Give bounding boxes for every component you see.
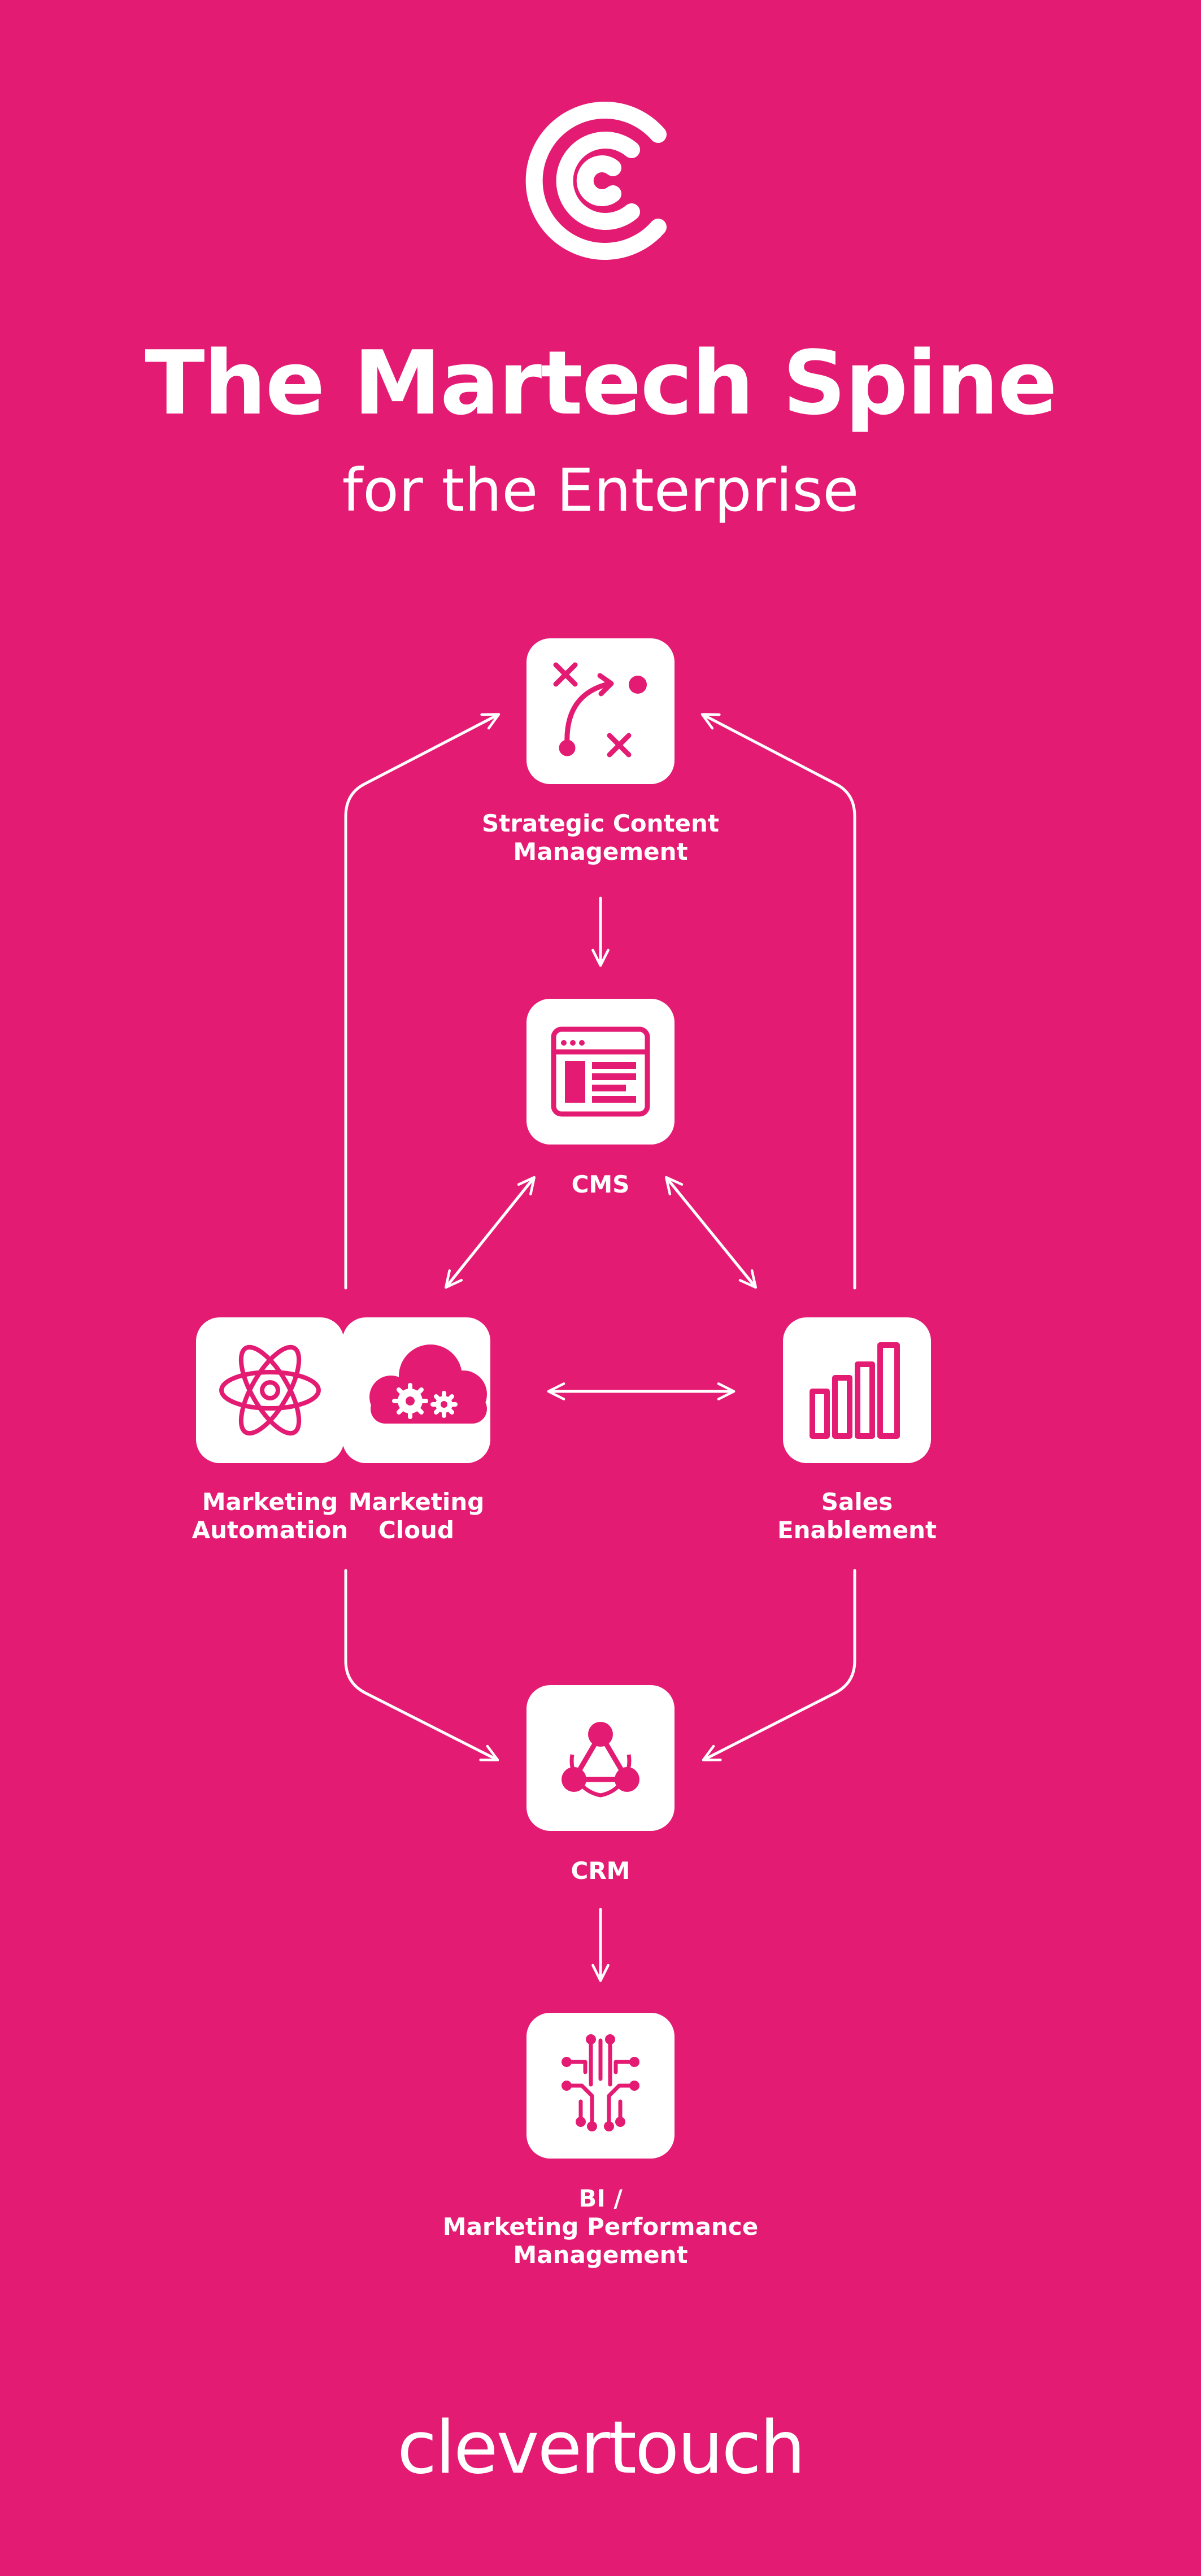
arrow-left-to-crm xyxy=(344,1569,499,1761)
strategy-play-icon xyxy=(553,662,647,758)
connectors xyxy=(344,713,856,1982)
marketing-cloud-node xyxy=(342,1317,490,1463)
arrow-cms-to-left xyxy=(445,1176,536,1289)
sales-enablement-node xyxy=(783,1317,931,1463)
marketing-cloud-label: Marketing Cloud xyxy=(348,1488,485,1544)
crm-node xyxy=(526,1685,675,1831)
crm-label: CRM xyxy=(571,1857,630,1885)
arrow-sales-to-strategic xyxy=(700,713,856,1290)
atom-icon xyxy=(219,1344,321,1436)
brand-wordmark: clevertouch xyxy=(397,2406,806,2490)
strategic-content-node xyxy=(526,638,675,784)
bi-node xyxy=(526,2013,675,2159)
browser-layout-icon xyxy=(551,1026,650,1117)
clevertouch-logo xyxy=(525,102,667,260)
cms-label: CMS xyxy=(571,1170,630,1198)
page-title: The Martech Spine xyxy=(145,332,1058,434)
marketing-automation-node xyxy=(196,1317,344,1463)
page-subtitle: for the Enterprise xyxy=(342,456,859,525)
arrow-sales-to-crm xyxy=(702,1569,856,1761)
cloud-gears-icon xyxy=(369,1344,487,1424)
arrow-left-to-strategic xyxy=(344,713,501,1290)
arrow-cms-to-sales xyxy=(665,1176,757,1289)
sales-enablement-label: Sales Enablement xyxy=(777,1488,937,1544)
strategic-content-label: Strategic Content Management xyxy=(481,810,720,865)
bar-chart-icon xyxy=(810,1342,900,1439)
network-people-icon xyxy=(562,1722,639,1798)
bi-label: BI / Marketing Performance Management xyxy=(442,2185,759,2269)
cms-node xyxy=(526,999,675,1145)
marketing-automation-label: Marketing Automation xyxy=(192,1488,349,1544)
circuit-icon xyxy=(562,2034,639,2131)
